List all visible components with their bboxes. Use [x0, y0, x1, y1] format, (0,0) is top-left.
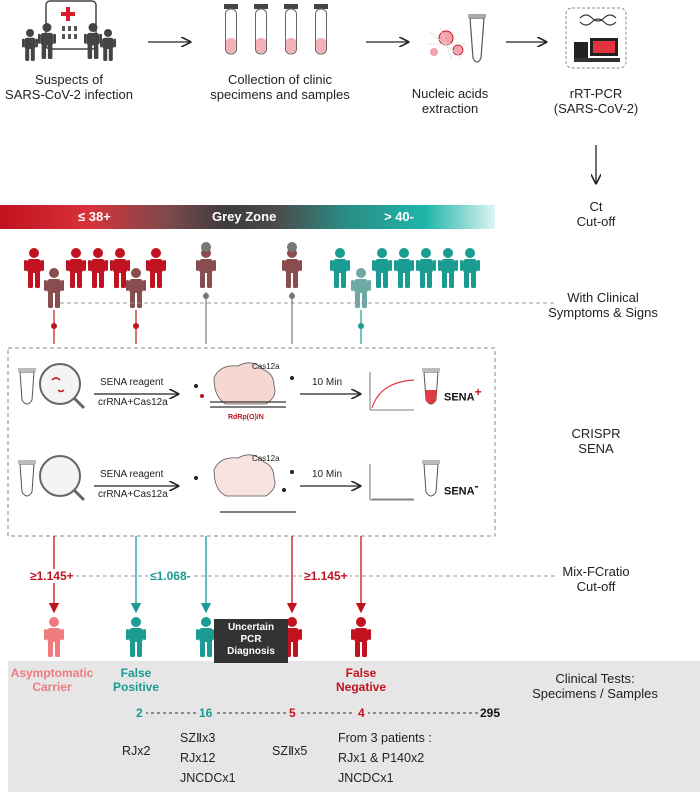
step-pcr-label: rRT-PCR (SARS-CoV-2)	[553, 86, 639, 116]
count-grey-teal: 16	[196, 706, 216, 720]
assay-crrna-2: crRNA+Cas12a	[98, 489, 168, 500]
assay-reagent-1: SENA reagent	[100, 377, 164, 388]
detail-false-negative: From 3 patients : RJx1 & P140x2 JNCDCx1	[338, 731, 432, 785]
detail-false-positive: RJx2	[122, 744, 151, 758]
patients-row	[24, 242, 480, 308]
fc-cutoff-left: ≥1.145+	[28, 569, 76, 583]
detail-grey-teal: SZⅡx3 RJx12 JNCDCx1	[180, 731, 236, 785]
clinical-tests-panel	[8, 661, 700, 792]
step-collection-label: Collection of clinic specimens and sampl…	[210, 72, 350, 102]
uncertain-pcr-badge: Uncertain PCR Diagnosis	[214, 619, 288, 663]
step-suspects-label: Suspects of SARS-CoV-2 infection	[5, 72, 133, 102]
fc-cutoff-middle: ≤1.068-	[148, 569, 193, 583]
specimen-tubes-icon	[224, 4, 328, 55]
assay-crrna-1: crRNA+Cas12a	[98, 397, 168, 408]
nucleic-acid-extraction-icon	[426, 14, 486, 63]
ct-zone-positive: ≤ 38+	[78, 209, 111, 224]
step-extraction-label: Nucleic acids extraction	[411, 86, 489, 116]
selection-pins	[51, 292, 364, 344]
sena-positive-label: SENA+	[444, 385, 482, 404]
count-false-negative: 4	[355, 706, 368, 720]
count-total: 295	[478, 706, 503, 720]
ct-gradient-bar	[0, 205, 495, 229]
ct-cutoff-label: Ct Cut-off	[576, 199, 616, 229]
count-grey-red: 5	[286, 706, 299, 720]
cas12a-label-1: Cas12a	[252, 362, 280, 371]
ct-zone-grey: Grey Zone	[212, 209, 277, 224]
count-false-positive: 2	[133, 706, 146, 720]
symptoms-label: With Clinical Symptoms & Signs	[548, 290, 658, 320]
target-label: RdRp(O)/N	[228, 414, 264, 421]
fc-cutoff-right: ≥1.145+	[302, 569, 350, 583]
pcr-machine-icon	[565, 7, 627, 69]
sena-negative-label: SENA-	[444, 479, 479, 498]
assay-reagent-2: SENA reagent	[100, 469, 164, 480]
ct-zone-negative: > 40-	[384, 209, 414, 224]
category-false-positive: False Positive	[112, 666, 160, 694]
clinical-tests-label: Clinical Tests: Specimens / Samples	[532, 671, 658, 701]
suspects-icon	[22, 0, 116, 61]
time-label-1: 10 Min	[312, 377, 343, 388]
assay-row-negative	[18, 454, 440, 513]
crispr-sena-label: CRISPR SENA	[571, 426, 621, 456]
assay-row-positive	[18, 362, 440, 411]
category-asymptomatic: Asymptomatic Carrier	[10, 666, 94, 694]
detail-grey-red: SZⅡx5	[272, 744, 308, 758]
time-label-2: 10 Min	[312, 469, 343, 480]
crispr-assay-box	[7, 347, 496, 537]
mix-fcratio-label: Mix-FCratio Cut-off	[562, 564, 630, 594]
cas12a-label-2: Cas12a	[252, 454, 280, 463]
category-false-negative: False Negative	[335, 666, 387, 694]
